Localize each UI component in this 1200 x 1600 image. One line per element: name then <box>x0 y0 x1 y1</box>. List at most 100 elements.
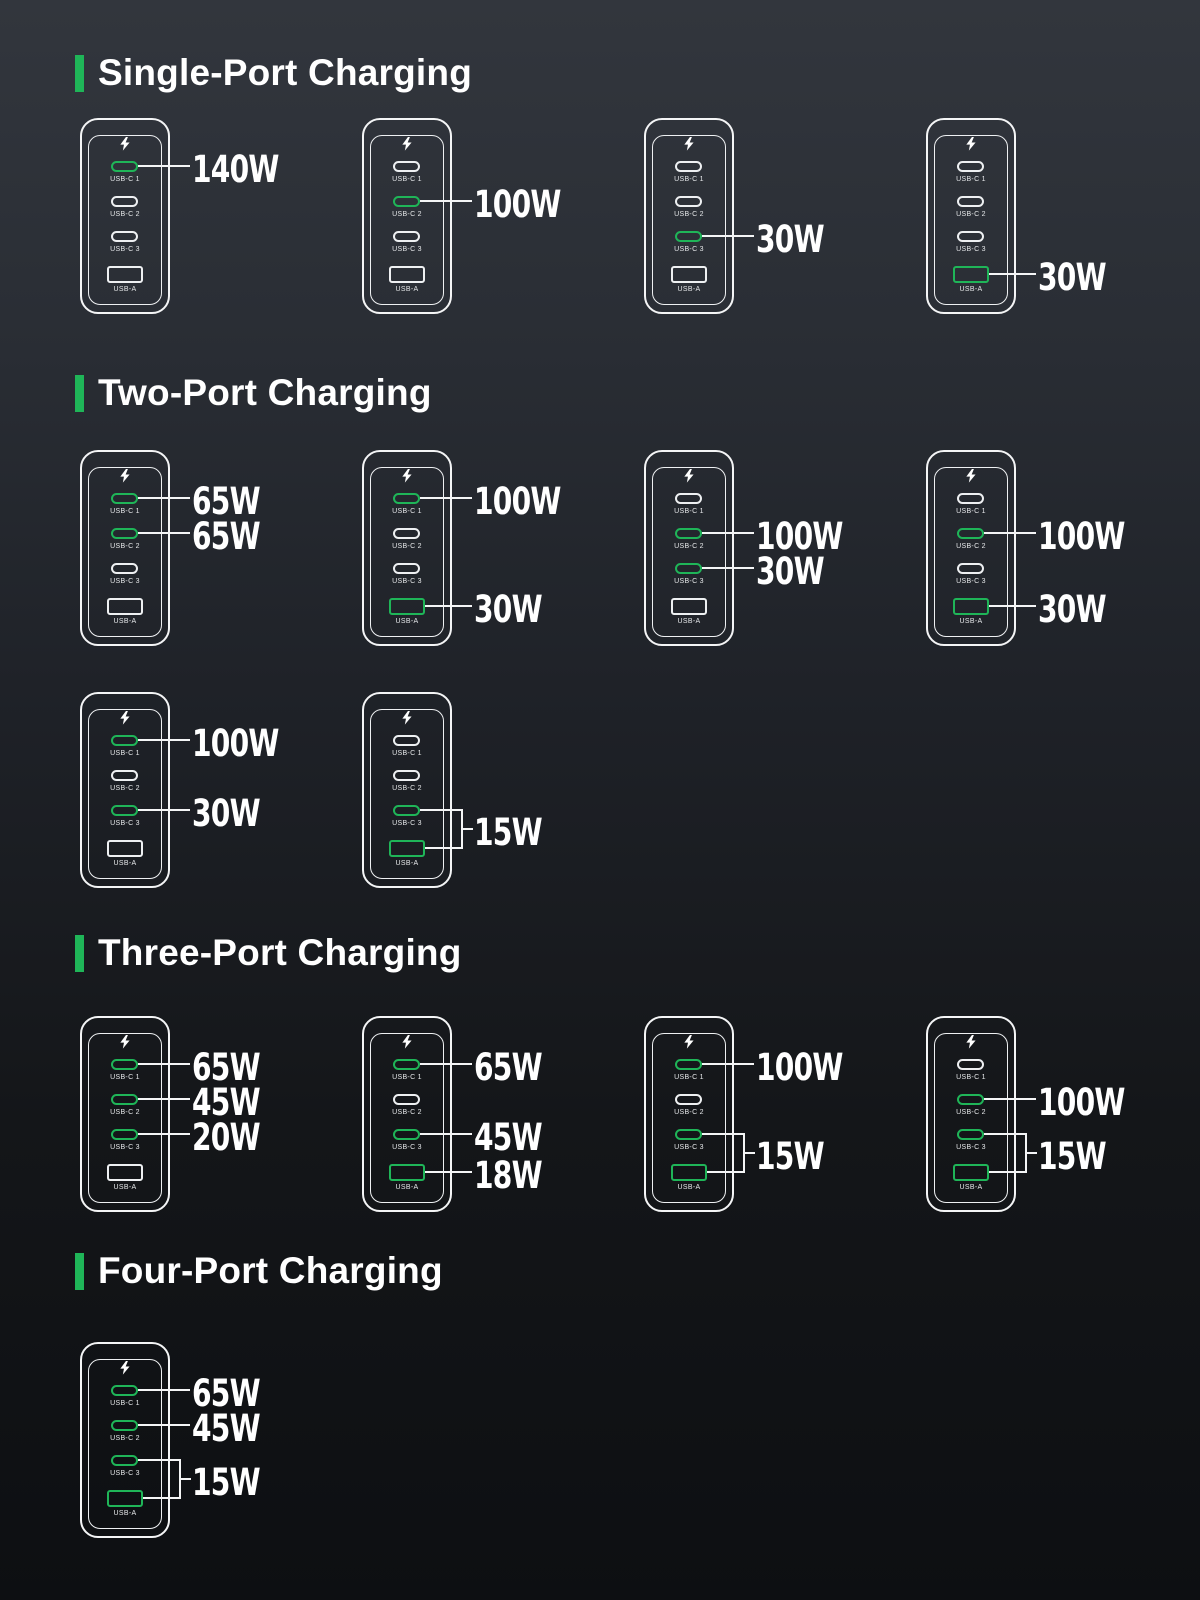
usb-a-port <box>107 265 143 283</box>
lightning-bolt-icon <box>401 1035 413 1049</box>
charger-inner-outline <box>652 135 726 305</box>
section-title: Two-Port Charging <box>98 372 432 413</box>
usb-a-port <box>389 597 425 615</box>
port-label: USB-C 1 <box>956 1074 986 1081</box>
wattage-label: 65W <box>192 1372 261 1415</box>
usb-c3-port <box>111 804 138 816</box>
port-label: USB-C 2 <box>674 1109 704 1116</box>
port-label: USB-C 1 <box>392 508 422 515</box>
port-label: USB-C 3 <box>956 1144 986 1151</box>
charger-inner-outline <box>652 467 726 637</box>
leader-line <box>461 828 473 830</box>
usb-a-port <box>953 597 989 615</box>
charger-inner-outline <box>88 1033 162 1203</box>
usb-c1-port <box>675 160 702 172</box>
usb-c2-port <box>957 527 984 539</box>
usb-c3-port <box>111 562 138 574</box>
lightning-bolt-icon <box>965 137 977 151</box>
usb-c1-port <box>393 492 420 504</box>
charger-inner-outline <box>370 1033 444 1203</box>
usb-c2-port <box>111 1419 138 1431</box>
charger-outline <box>644 118 734 314</box>
port-label: USB-C 1 <box>110 1400 140 1407</box>
leader-line <box>420 809 463 811</box>
leader-line <box>138 165 190 167</box>
port-label: USB-A <box>677 286 701 293</box>
wattage-label: 45W <box>474 1116 543 1159</box>
port-label: USB-C 1 <box>392 750 422 757</box>
port-label: USB-C 1 <box>674 176 704 183</box>
port-label: USB-C 2 <box>110 1435 140 1442</box>
usb-c2-port <box>393 195 420 207</box>
wattage-label: 20W <box>192 1116 261 1159</box>
leader-line <box>743 1152 755 1154</box>
usb-c3-port <box>957 562 984 574</box>
port-label: USB-A <box>113 1184 137 1191</box>
port-label: USB-A <box>113 860 137 867</box>
usb-c3-port <box>675 230 702 242</box>
usb-a-port <box>389 1163 425 1181</box>
charger-outline <box>362 118 452 314</box>
wattage-label: 65W <box>192 480 261 523</box>
usb-c3-port <box>393 804 420 816</box>
wattage-label: 65W <box>192 1046 261 1089</box>
leader-line <box>702 1133 745 1135</box>
wattage-label: 100W <box>192 722 279 765</box>
charger-outline <box>80 450 170 646</box>
port-label: USB-C 3 <box>392 578 422 585</box>
usb-c2-port <box>393 527 420 539</box>
usb-c2-port <box>393 769 420 781</box>
leader-line <box>984 1133 1027 1135</box>
leader-line <box>1025 1152 1037 1154</box>
section-accent-bar <box>75 54 84 92</box>
usb-c1-port <box>111 492 138 504</box>
usb-c1-port <box>393 1058 420 1070</box>
wattage-label: 100W <box>756 1046 843 1089</box>
section-header: Four-Port Charging <box>75 1250 443 1292</box>
charger-outline <box>80 118 170 314</box>
section-accent-bar <box>75 1252 84 1290</box>
usb-a-port <box>671 1163 707 1181</box>
lightning-bolt-icon <box>119 711 131 725</box>
port-label: USB-A <box>395 1184 419 1191</box>
port-label: USB-C 2 <box>110 211 140 218</box>
port-label: USB-C 3 <box>956 578 986 585</box>
usb-c3-port <box>675 562 702 574</box>
wattage-label: 100W <box>474 480 561 523</box>
usb-c1-port <box>393 734 420 746</box>
charger-inner-outline <box>88 709 162 879</box>
port-label: USB-C 1 <box>392 176 422 183</box>
port-label: USB-C 2 <box>110 785 140 792</box>
wattage-label: 18W <box>474 1154 543 1197</box>
port-label: USB-C 3 <box>392 1144 422 1151</box>
port-label: USB-C 3 <box>392 246 422 253</box>
section-header: Three-Port Charging <box>75 932 462 974</box>
usb-c3-port <box>957 230 984 242</box>
wattage-label: 30W <box>1038 256 1107 299</box>
port-label: USB-C 2 <box>674 543 704 550</box>
leader-line <box>984 1098 1036 1100</box>
usb-a-port <box>107 1163 143 1181</box>
port-label: USB-A <box>395 860 419 867</box>
usb-c1-port <box>675 1058 702 1070</box>
usb-a-port <box>953 1163 989 1181</box>
usb-c3-port <box>111 1128 138 1140</box>
port-label: USB-C 3 <box>956 246 986 253</box>
port-label: USB-C 1 <box>110 750 140 757</box>
leader-line <box>138 1098 190 1100</box>
charger-inner-outline <box>370 467 444 637</box>
port-label: USB-A <box>677 1184 701 1191</box>
usb-a-port <box>671 597 707 615</box>
port-label: USB-C 2 <box>392 543 422 550</box>
leader-line <box>420 497 472 499</box>
wattage-label: 15W <box>756 1135 825 1178</box>
section-header: Single-Port Charging <box>75 52 472 94</box>
wattage-label: 30W <box>192 792 261 835</box>
port-label: USB-A <box>395 286 419 293</box>
wattage-label: 100W <box>1038 515 1125 558</box>
